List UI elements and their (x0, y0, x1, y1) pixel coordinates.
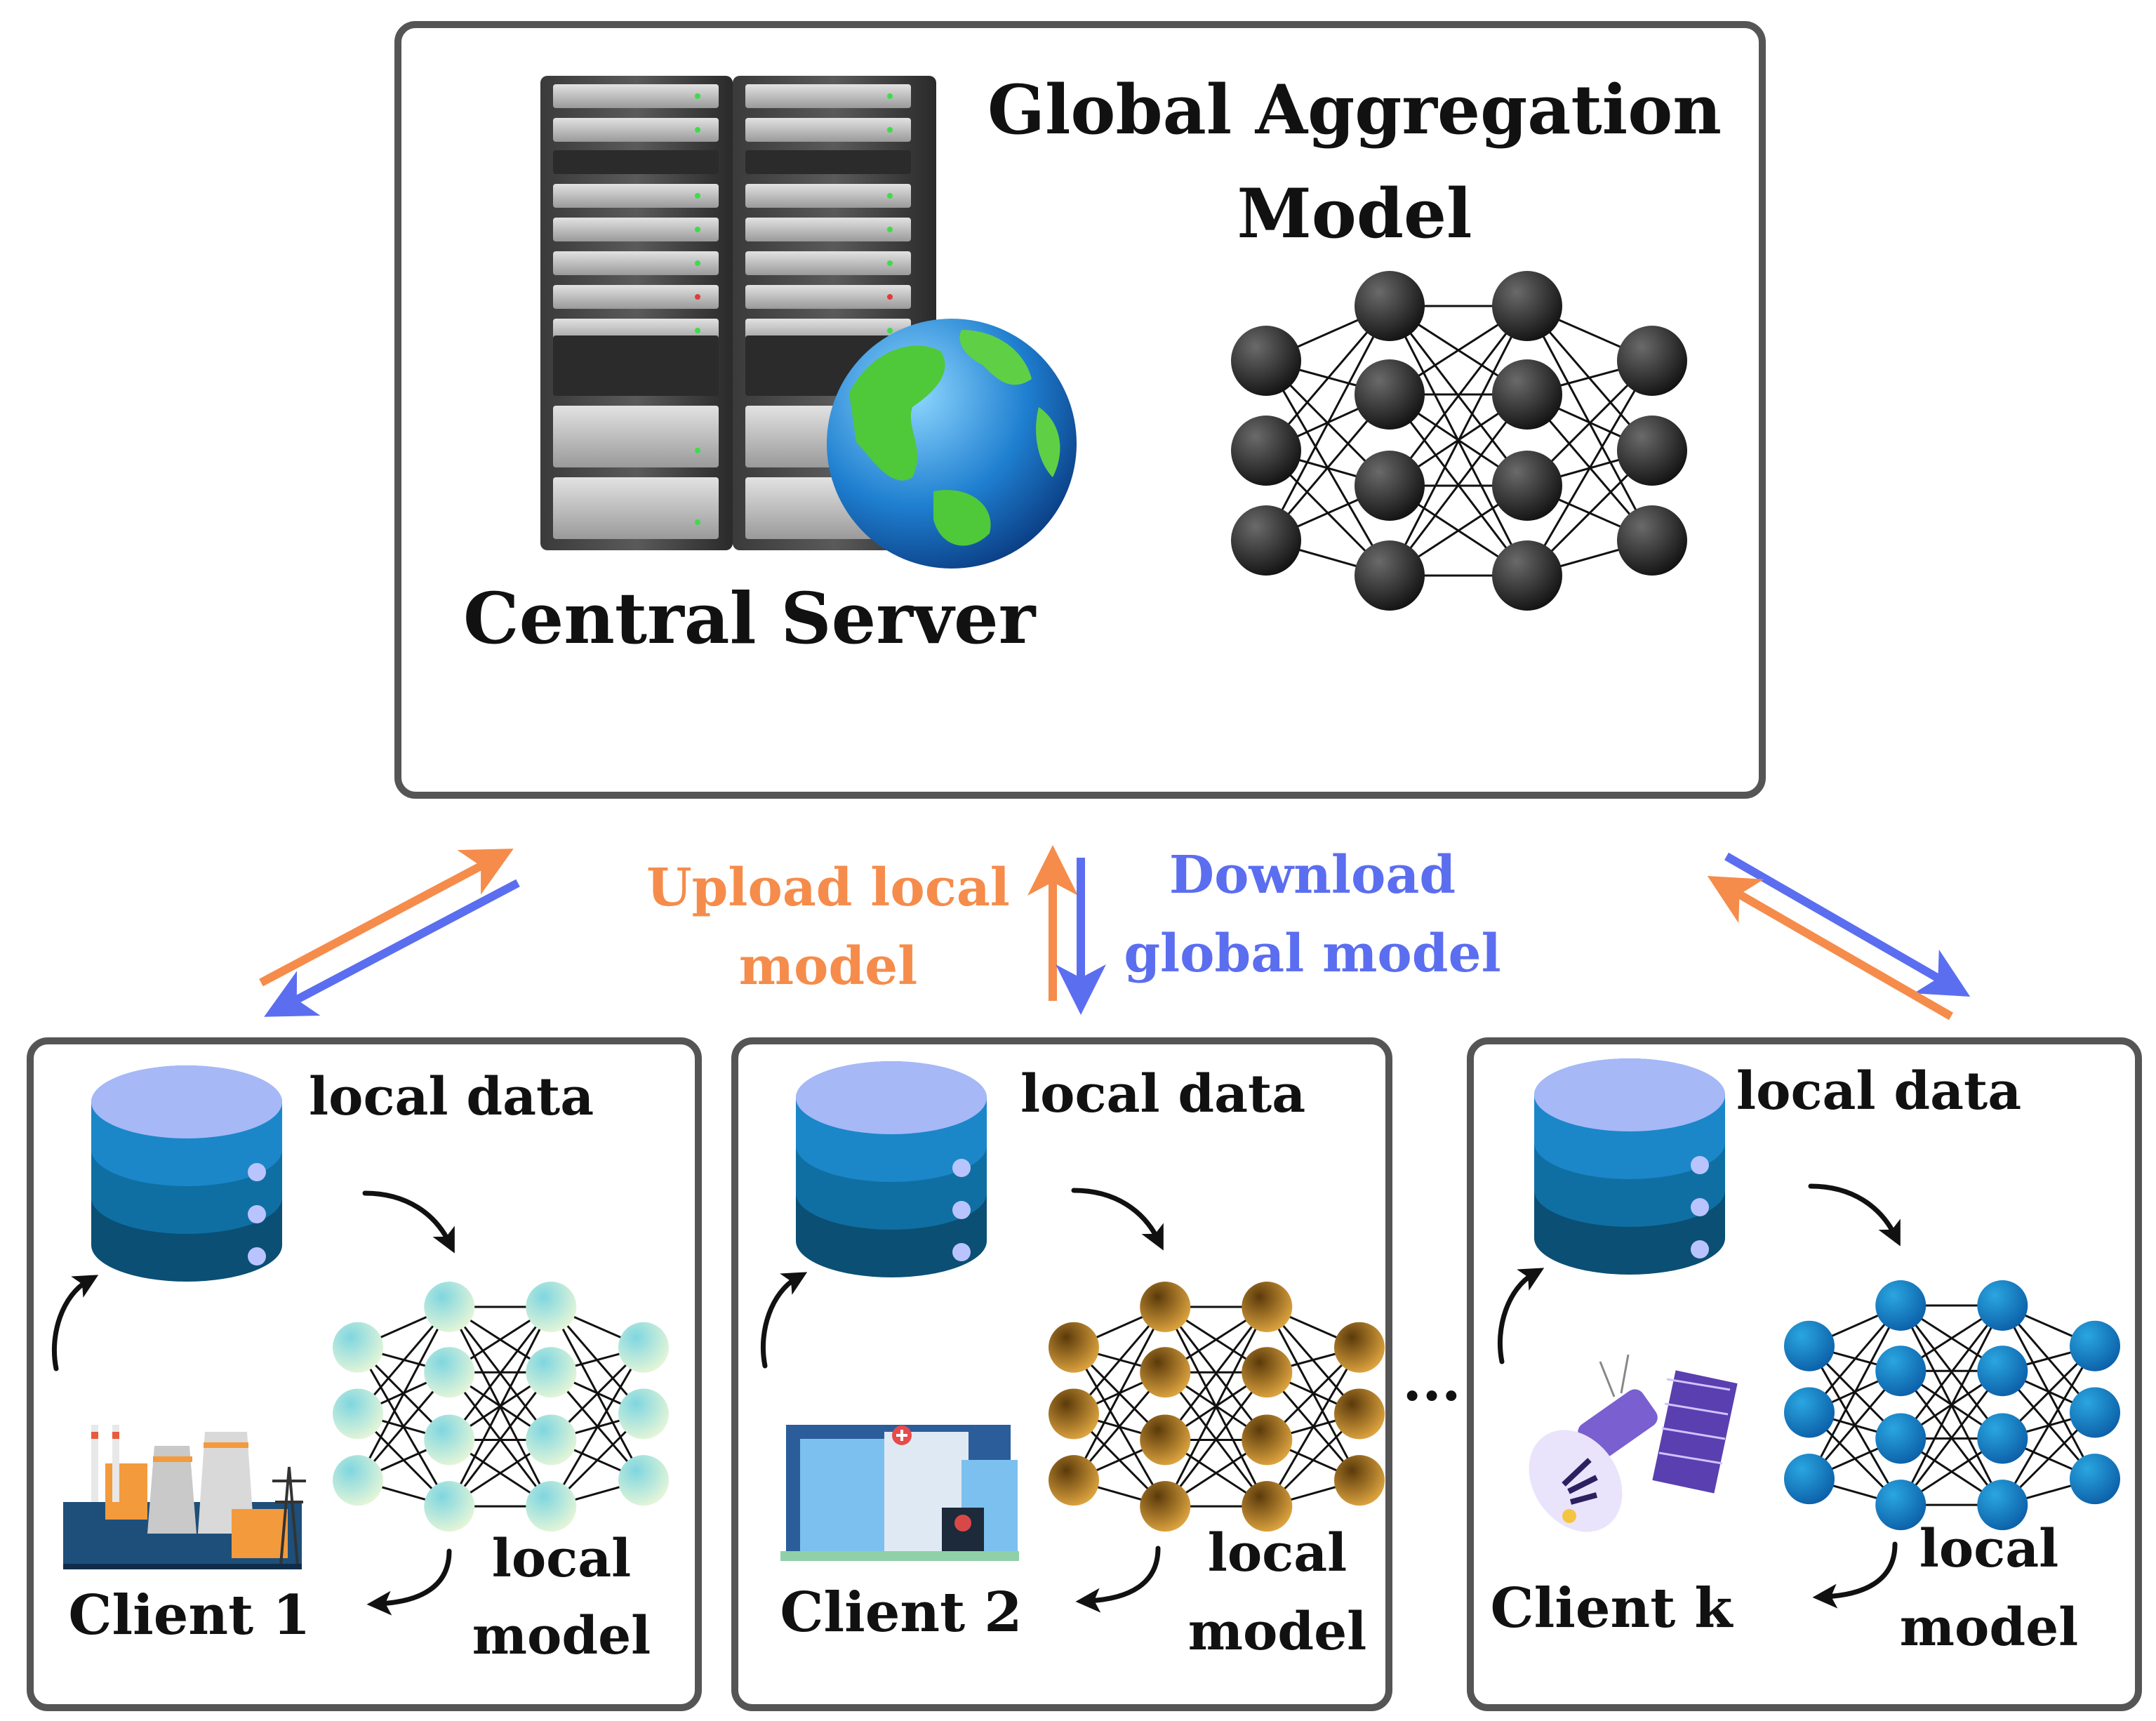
nn-node (526, 1282, 577, 1332)
upload-label-line2: model (738, 936, 918, 997)
nn-node (1334, 1455, 1385, 1506)
nn-node (1140, 1347, 1191, 1398)
nn-node (1242, 1414, 1293, 1466)
nn-node (526, 1347, 577, 1398)
nn-node (1049, 1322, 1099, 1373)
nn-node (1334, 1322, 1385, 1373)
client-2-database-icon (796, 1061, 987, 1277)
nn-node (1140, 1481, 1191, 1532)
nn-node (333, 1455, 383, 1506)
nn-node (1231, 416, 1301, 486)
client-1-local-model-line2: model (472, 1606, 651, 1666)
client-2-name: Client 2 (780, 1581, 1023, 1644)
nn-node (1617, 326, 1687, 396)
nn-node (333, 1388, 383, 1440)
nn-node (1875, 1280, 1927, 1331)
client-k-database-icon (1534, 1058, 1725, 1275)
global-model-title-line1: Global Aggregation (987, 70, 1722, 149)
nn-node (1355, 540, 1425, 611)
nn-node (1784, 1320, 1835, 1371)
nn-node (1875, 1345, 1927, 1397)
nn-node (1875, 1480, 1927, 1531)
nn-node (1355, 271, 1425, 341)
nn-node (526, 1481, 577, 1532)
client-k-neural-network (1784, 1280, 2120, 1531)
client-2-neural-network (1049, 1282, 1385, 1532)
nn-node (1049, 1455, 1099, 1506)
client-k-box (1467, 1037, 2142, 1711)
nn-node (1977, 1413, 2028, 1464)
nn-node (2070, 1320, 2120, 1371)
nn-node (1334, 1388, 1385, 1440)
client-k-local-data-label: local data (1736, 1061, 2022, 1122)
factory-icon (63, 1425, 306, 1569)
nn-node (2070, 1454, 2120, 1505)
client-k-name: Client k (1490, 1576, 1733, 1640)
flow-arrows (259, 845, 1971, 1021)
central-server-label: Central Server (463, 577, 1036, 660)
nn-node (618, 1455, 669, 1506)
nn-node (1355, 451, 1425, 521)
nn-node (1242, 1481, 1293, 1532)
nn-node (1492, 271, 1562, 341)
client-1-name: Client 1 (68, 1583, 311, 1647)
ellipsis: ... (1402, 1348, 1461, 1414)
nn-node (1977, 1280, 2028, 1331)
client-2-local-data-label: local data (1020, 1064, 1306, 1124)
nn-node (526, 1414, 577, 1466)
nn-node (1617, 505, 1687, 576)
client-1-local-model-line1: local (491, 1529, 632, 1589)
client-1-local-data-label: local data (309, 1067, 594, 1127)
client-2-local-model-line1: local (1207, 1523, 1348, 1583)
client-k-local-model-line2: model (1899, 1597, 2079, 1658)
nn-node (1784, 1454, 1835, 1505)
client-1-database-icon (91, 1065, 282, 1282)
download-label-line2: global model (1124, 924, 1501, 984)
nn-node (1242, 1347, 1293, 1398)
nn-node (618, 1322, 669, 1373)
client-k-local-model-line1: local (1919, 1519, 2059, 1579)
client-2-local-model-line2: model (1187, 1602, 1367, 1662)
nn-node (333, 1322, 383, 1373)
nn-node (424, 1481, 475, 1532)
nn-node (2070, 1387, 2120, 1438)
nn-node (424, 1347, 475, 1398)
global-neural-network (1231, 271, 1687, 611)
satellite-icon (1529, 1354, 1738, 1532)
client-1-neural-network (333, 1282, 669, 1532)
nn-node (1049, 1388, 1099, 1440)
nn-node (1140, 1282, 1191, 1332)
hospital-icon (780, 1425, 1019, 1561)
nn-node (1492, 451, 1562, 521)
nn-node (1875, 1413, 1927, 1464)
nn-node (1231, 505, 1301, 576)
nn-node (1140, 1414, 1191, 1466)
nn-node (424, 1414, 475, 1466)
nn-node (424, 1282, 475, 1332)
download-label-line1: Download (1169, 845, 1456, 905)
global-model-title-line2: Model (1237, 174, 1472, 253)
nn-node (1231, 326, 1301, 396)
nn-node (1355, 359, 1425, 430)
nn-node (1784, 1387, 1835, 1438)
upload-label-line1: Upload local (646, 858, 1010, 918)
nn-node (1492, 540, 1562, 611)
nn-node (1492, 359, 1562, 430)
nn-node (1242, 1282, 1293, 1332)
nn-node (1977, 1480, 2028, 1531)
nn-node (1617, 416, 1687, 486)
nn-node (618, 1388, 669, 1440)
globe-icon (827, 319, 1077, 569)
nn-node (1977, 1345, 2028, 1397)
